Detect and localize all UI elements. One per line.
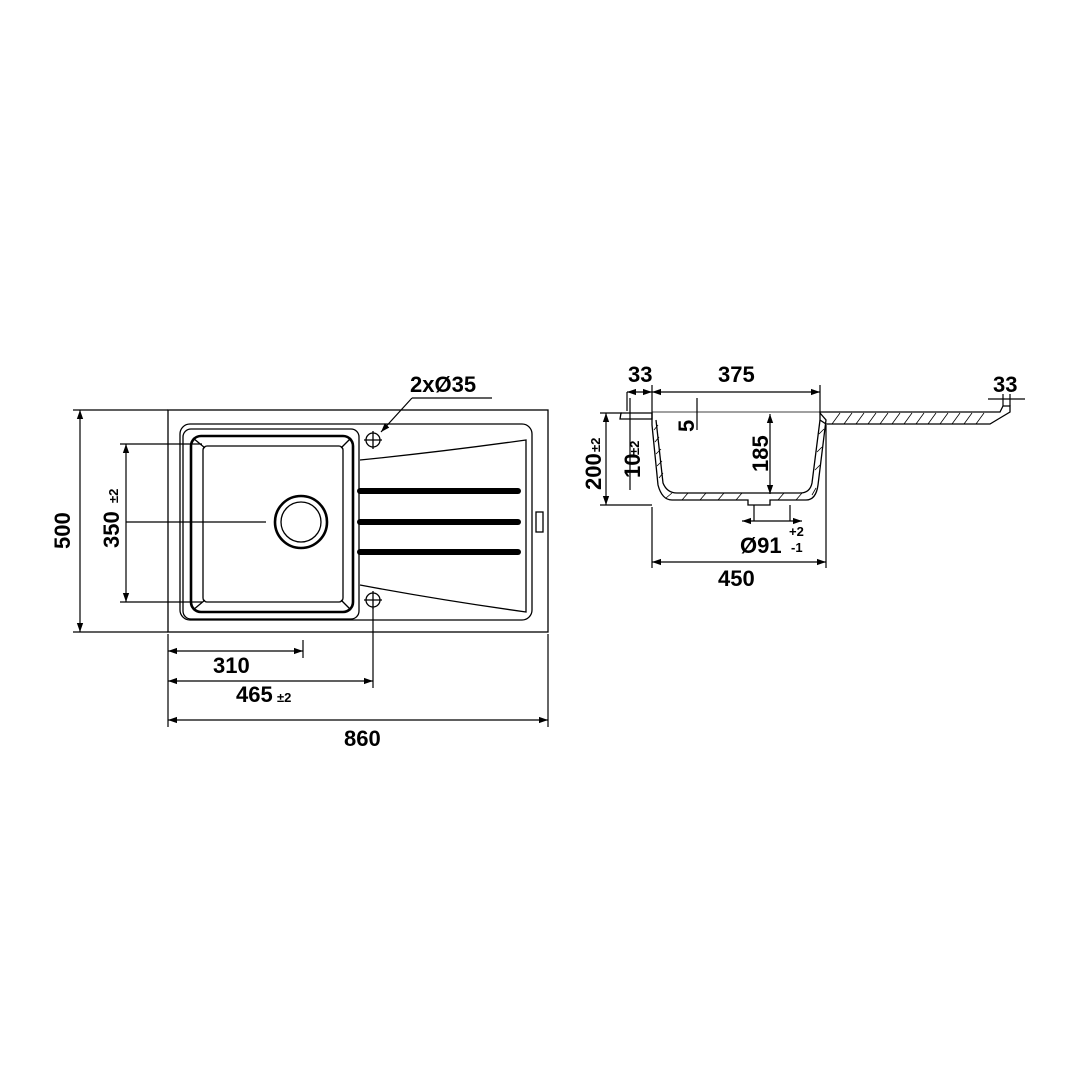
bowl-floor	[202, 445, 344, 603]
rim-slab	[619, 412, 653, 420]
section-view: 33 375 33 5 185 200 ±2 10 ±2 Ø91 +2 -1	[581, 362, 1025, 591]
sink-outline	[167, 409, 549, 633]
dim-rim-right: 33	[993, 372, 1017, 397]
tap-hole	[364, 431, 382, 449]
dim-bowl-depth-tol: ±2	[106, 489, 121, 503]
dim-overall-width: 860	[344, 726, 381, 751]
bowl-section-outer	[651, 412, 827, 506]
drainer-board	[359, 439, 527, 613]
drainer-slab	[819, 405, 1011, 425]
dim-bowl-width: 310	[213, 653, 250, 678]
drainer-hatch	[831, 412, 985, 425]
dim-tap-offset: 465	[236, 682, 273, 707]
drain-outer	[273, 494, 329, 550]
dim-drain-tol-minus: -1	[791, 540, 803, 555]
dim-rim-left: 33	[628, 362, 652, 387]
bowl-hatch	[653, 424, 825, 501]
bowl-section-inner	[655, 419, 821, 494]
dim-bowl-width: 450	[718, 566, 755, 591]
dim-rim-height: 10	[620, 454, 645, 478]
dim-overall-height-tol: ±2	[588, 438, 603, 452]
dim-bowl-depth: 350	[99, 511, 124, 548]
tap-hole	[364, 591, 382, 609]
dim-rim-step: 5	[674, 420, 699, 432]
dim-rim-height-tol: ±2	[627, 441, 642, 455]
drain-inner	[280, 501, 322, 543]
dim-tap-offset-tol: ±2	[277, 690, 291, 705]
dim-bowl-top-width: 375	[718, 362, 755, 387]
dim-drain-tol-plus: +2	[789, 524, 804, 539]
plan-view: 2xØ35 860 465 ±2 310 500 350 ±2	[50, 372, 549, 751]
tap-holes-label: 2xØ35	[410, 372, 476, 397]
dim-bowl-inner-depth: 185	[748, 435, 773, 472]
dim-overall-depth: 500	[50, 512, 75, 549]
overflow-slot	[535, 511, 544, 533]
tap-hole-leader	[380, 397, 413, 433]
dim-drain: Ø91	[740, 533, 782, 558]
bowl-outline	[182, 428, 360, 620]
bowl-inner	[189, 434, 355, 614]
dim-overall-height: 200	[581, 453, 606, 490]
